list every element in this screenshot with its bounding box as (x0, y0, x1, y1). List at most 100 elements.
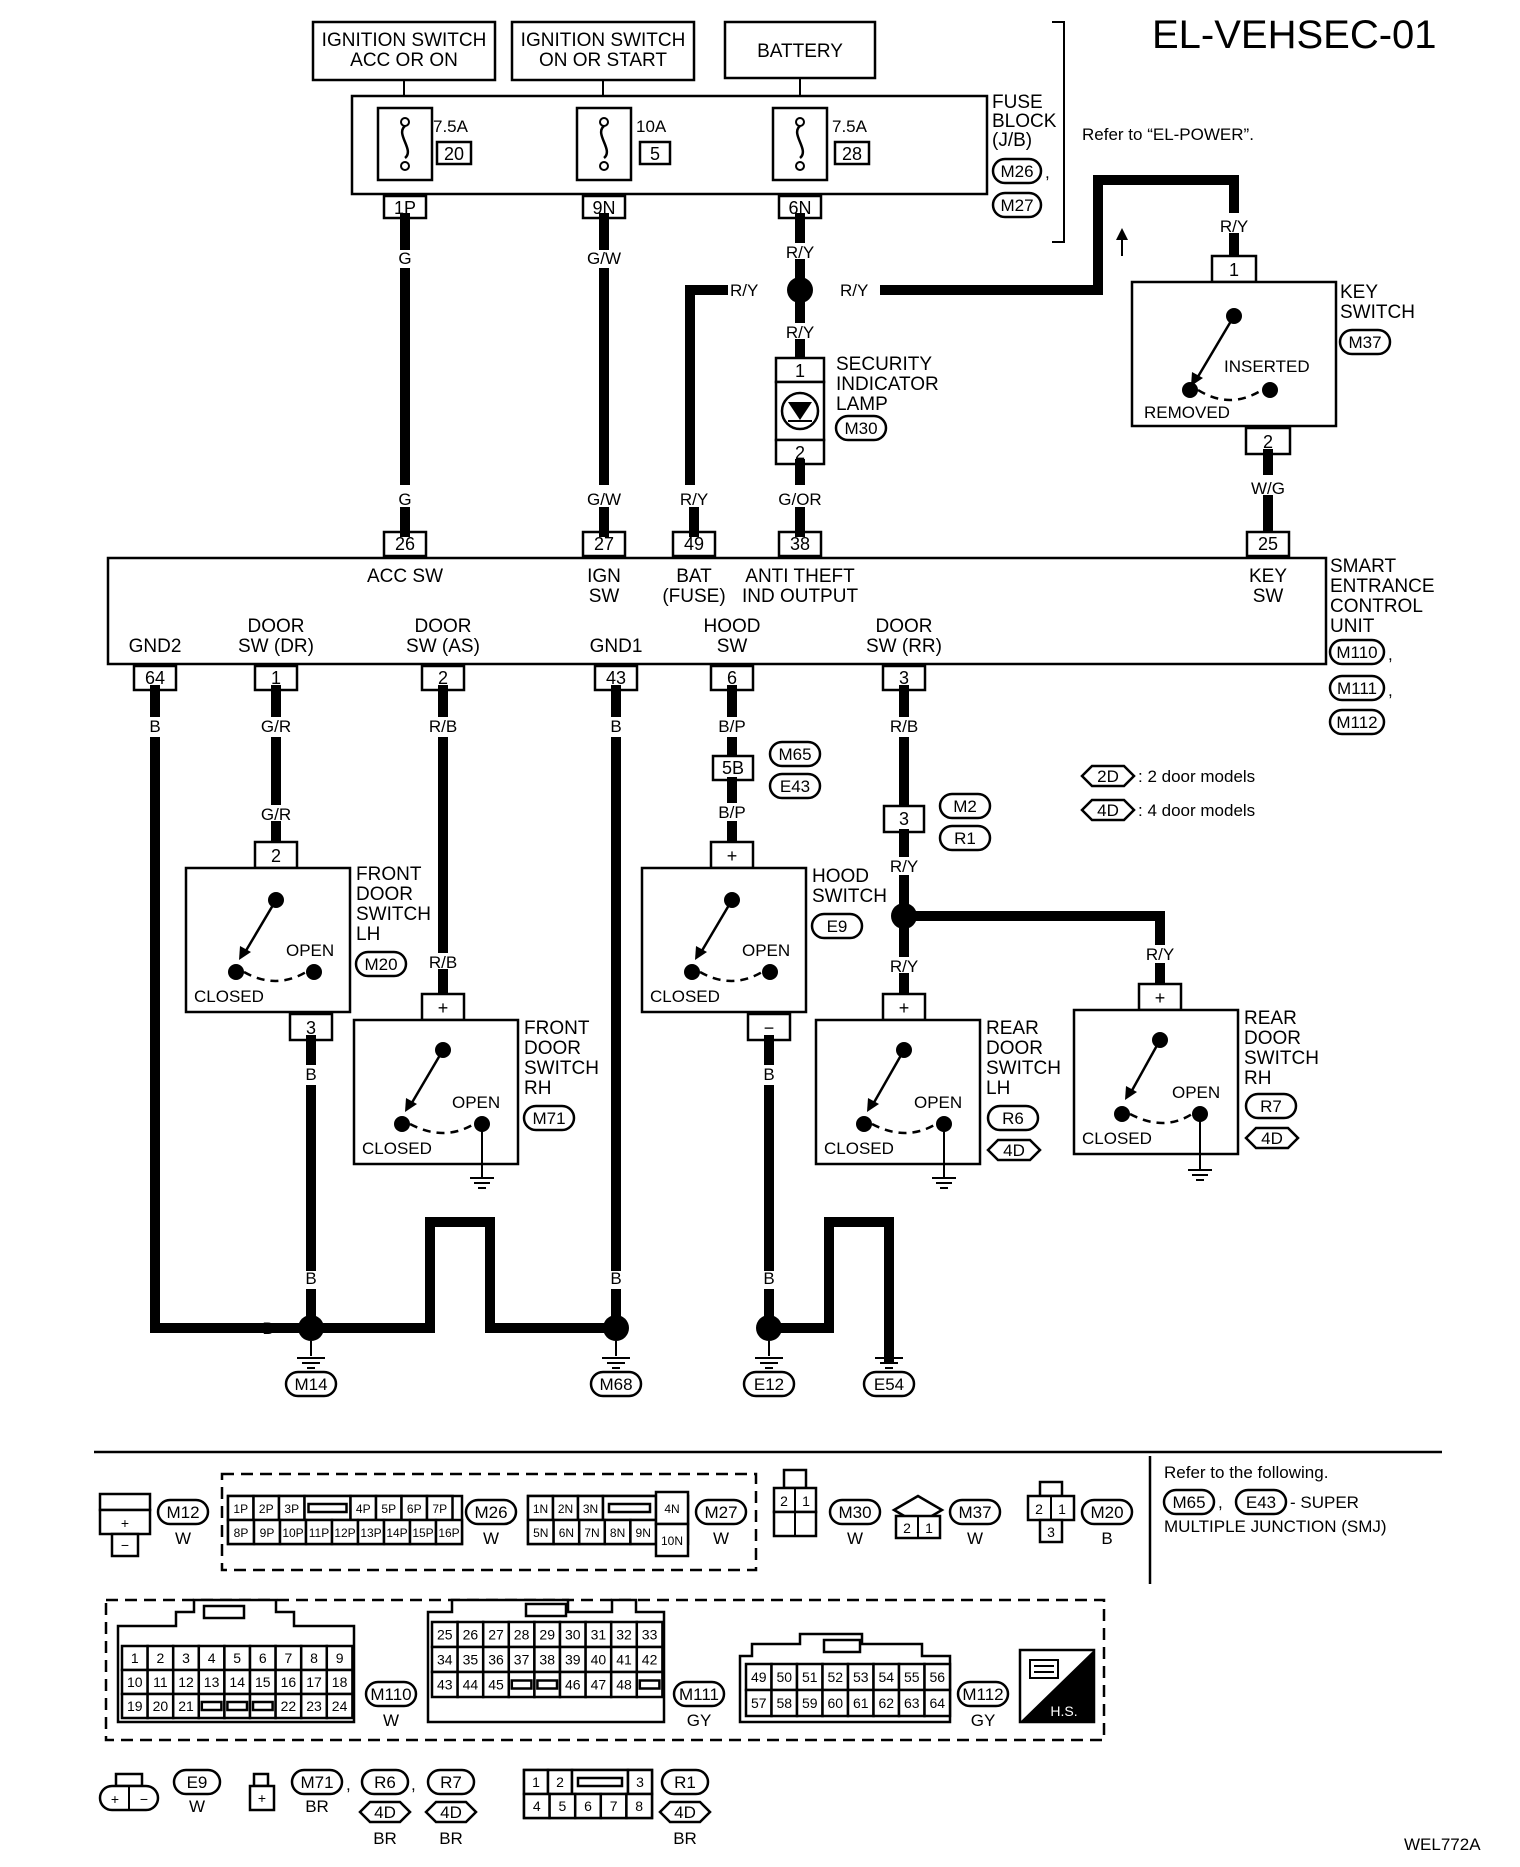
pin-label: 7 (285, 1650, 293, 1666)
pin-label: 2P (259, 1502, 274, 1516)
pin-label: 25 (1258, 534, 1278, 554)
pin-cell (744, 1662, 773, 1692)
pin-label: 5N (533, 1526, 548, 1540)
pin-label: 1 (532, 1774, 540, 1790)
pin-label: 46 (565, 1677, 581, 1693)
switch-label: DOOR (356, 884, 413, 905)
connector-color: GY (971, 1711, 996, 1730)
pin-label: 4 (208, 1650, 216, 1666)
key-switch-removed: REMOVED (1144, 403, 1230, 422)
fuse-block-label: BLOCK (992, 111, 1057, 132)
power-source-label: IGNITION SWITCH (322, 30, 487, 51)
pin-cell-blank (510, 1679, 533, 1690)
wire-color-label: G/R (261, 805, 291, 824)
wire-color-label: R/Y (680, 490, 708, 509)
pin-cell (278, 1518, 308, 1546)
wire-color-label: B/P (718, 803, 745, 822)
cu-pin-name: HOOD (704, 616, 761, 637)
pin-label: 12 (178, 1674, 194, 1690)
terminal-9n: 9N (581, 194, 627, 220)
switch-label: DOOR (1244, 1028, 1301, 1049)
junction-conn: M2 (953, 797, 977, 816)
lamp-conn: M30 (844, 419, 877, 438)
pin-label: 4P (356, 1502, 371, 1516)
pin-cell-blank (607, 1502, 652, 1514)
connector-color: B (1101, 1529, 1112, 1548)
front-door-switch-rh: + OPEN CLOSED FRONT DOOR SWITCH RH M71 (352, 992, 599, 1189)
ground-symbol-icon (755, 1341, 783, 1369)
pin-label: 2 (438, 668, 448, 688)
security-indicator-lamp: 1 2 SECURITY INDICATOR LAMP M30 (774, 354, 939, 466)
switch-open: OPEN (742, 941, 790, 960)
harness-side-icon: H.S. (1018, 1648, 1096, 1724)
junction-conn: E43 (780, 777, 810, 796)
wire-color-label: G/W (587, 490, 621, 509)
pin-label: 8 (635, 1798, 643, 1814)
refer-power-note: Refer to “EL-POWER”. (1082, 125, 1254, 144)
pin-label: 61 (853, 1695, 869, 1711)
connector-id: M20 (1090, 1503, 1123, 1522)
pin-label: 4N (664, 1502, 679, 1516)
connector-id: M111 (679, 1685, 719, 1704)
splice-dot (298, 1315, 324, 1341)
smj-junction: 5B M65 E43 (711, 740, 822, 800)
wire-color-label: R/Y (786, 323, 814, 342)
pin-cell (609, 1670, 639, 1699)
wire-color-label: G/R (261, 717, 291, 736)
ground-conn: M14 (294, 1375, 327, 1394)
pin-label: 3 (182, 1650, 190, 1666)
svg-text:,: , (411, 1775, 416, 1794)
switch-label: SWITCH (986, 1058, 1061, 1079)
pin-cell (171, 1692, 201, 1720)
fuse-number: 5 (650, 144, 660, 164)
pin-label: − (121, 1537, 129, 1553)
connector-id: M30 (838, 1503, 871, 1522)
pin-label: 43 (606, 668, 626, 688)
cu-pin-name: GND1 (590, 636, 643, 657)
connector-color: W (967, 1529, 983, 1548)
pin-label: 7P (432, 1502, 447, 1516)
pin-label: 3P (284, 1502, 299, 1516)
power-source-label: IGNITION SWITCH (521, 30, 686, 51)
pin-cell (408, 1518, 438, 1546)
connector-id: R6 (374, 1773, 396, 1792)
lamp-label: LAMP (836, 394, 888, 415)
legend-tag: 4D (1097, 801, 1119, 820)
pin-cell (584, 1670, 613, 1699)
fuse-number: 20 (444, 144, 464, 164)
splice-dot (787, 277, 813, 303)
pin-label: 31 (591, 1627, 607, 1643)
fuse-block: 7.5A 20 10A 5 7.5A 28 FUSE BLOCK (J/B) M… (350, 92, 1057, 219)
pin-cell (434, 1518, 464, 1546)
pin-label: 58 (776, 1695, 792, 1711)
connector-id: R7 (440, 1773, 462, 1792)
cu-conn: M110 (1336, 643, 1377, 662)
cu-conn: M111 (1337, 679, 1377, 698)
pin-label: 8N (610, 1526, 625, 1540)
connector-view-m37: 2 1 M37 W (891, 1494, 1002, 1548)
pin-label: 1 (795, 361, 805, 381)
pin-cell (146, 1668, 175, 1696)
wire-color-label: B (610, 717, 621, 736)
pin-label: 52 (827, 1669, 843, 1685)
pin-label: 5B (722, 758, 744, 778)
pin-label: 22 (281, 1698, 297, 1714)
connector-color: BR (673, 1829, 697, 1848)
switch-label: REAR (1244, 1008, 1297, 1029)
cu-pin-name: SW (AS) (406, 636, 480, 657)
ground-symbol-icon (602, 1341, 630, 1369)
pin-cell (274, 1692, 303, 1720)
pin-label: 27 (488, 1627, 504, 1643)
lamp-label: SECURITY (836, 354, 932, 375)
pin-label: 3N (583, 1502, 598, 1516)
pin-label: 56 (929, 1669, 945, 1685)
pin-label: 54 (878, 1669, 894, 1685)
junction-conn: R1 (954, 829, 976, 848)
pin-label: 2 (1035, 1501, 1043, 1517)
connector-view-m20: 2 1 3 M20 B (1026, 1480, 1134, 1548)
cu-pin-name: DOOR (415, 616, 472, 637)
wire-color-label: B (763, 1065, 774, 1084)
splice-dot (603, 1315, 629, 1341)
